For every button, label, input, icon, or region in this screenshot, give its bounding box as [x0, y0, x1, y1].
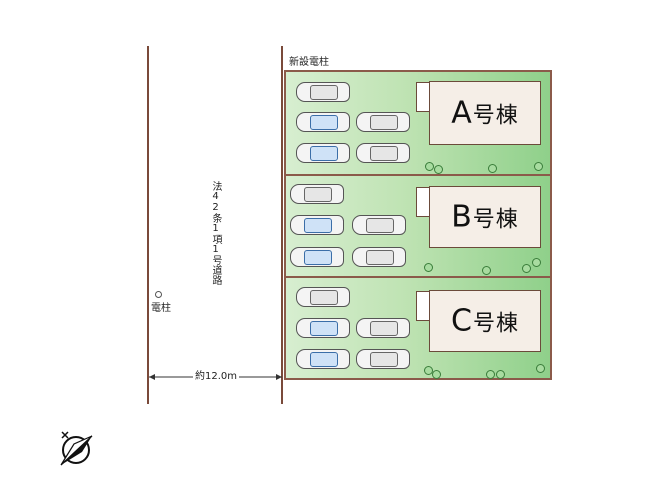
road-left-boundary [147, 46, 149, 404]
utility-pole-icon [155, 291, 162, 298]
parking-car [356, 349, 410, 369]
road-label: 法42条1項1号道路 [207, 181, 221, 285]
parking-car [296, 349, 350, 369]
house-b-porch [416, 187, 430, 217]
house-a-suffix: 号棟 [472, 103, 519, 129]
parking-car [356, 112, 410, 132]
parking-car [290, 247, 344, 267]
parking-car [296, 143, 350, 163]
parking-car [296, 112, 350, 132]
parking-car [356, 318, 410, 338]
parking-car [296, 287, 350, 307]
width-label: 約12.0m [193, 367, 240, 382]
lot-a: A号棟 [284, 70, 552, 176]
tree-icon [486, 370, 495, 379]
tree-icon [532, 258, 541, 267]
road-label-text: 法42条1項1号道路 [210, 181, 221, 285]
parking-car [290, 215, 344, 235]
road-right-boundary [281, 46, 283, 404]
tree-icon [424, 263, 433, 272]
tree-icon [482, 266, 491, 275]
tree-icon [536, 364, 545, 373]
house-b-label: B号棟 [430, 200, 540, 235]
parking-car [296, 82, 350, 102]
tree-icon [425, 162, 434, 171]
house-c-letter: C [451, 303, 473, 339]
tree-icon [534, 162, 543, 171]
width-label-text: 約12.0m [195, 371, 238, 382]
lot-b: B号棟 [284, 174, 552, 278]
new-pole-label: 新設電柱 [289, 57, 329, 68]
pole-label: 電柱 [151, 303, 171, 314]
house-a-porch [416, 82, 430, 112]
tree-icon [432, 370, 441, 379]
house-a: A号棟 [416, 81, 541, 145]
parking-car [352, 215, 406, 235]
parking-car [356, 143, 410, 163]
lot-c: C号棟 [284, 276, 552, 380]
house-a-label: A号棟 [430, 96, 540, 131]
tree-icon [434, 165, 443, 174]
house-c: C号棟 [416, 290, 541, 352]
north-arrow-icon [60, 431, 93, 466]
tree-icon [488, 164, 497, 173]
tree-icon [496, 370, 505, 379]
house-c-porch [416, 291, 430, 321]
parking-car [296, 318, 350, 338]
house-a-letter: A [451, 95, 473, 131]
house-c-suffix: 号棟 [472, 311, 519, 337]
parking-car [290, 184, 344, 204]
house-b: B号棟 [416, 186, 541, 248]
parking-car [352, 247, 406, 267]
house-b-letter: B [451, 199, 473, 235]
house-b-suffix: 号棟 [472, 207, 519, 233]
tree-icon [522, 264, 531, 273]
house-c-label: C号棟 [430, 304, 540, 339]
